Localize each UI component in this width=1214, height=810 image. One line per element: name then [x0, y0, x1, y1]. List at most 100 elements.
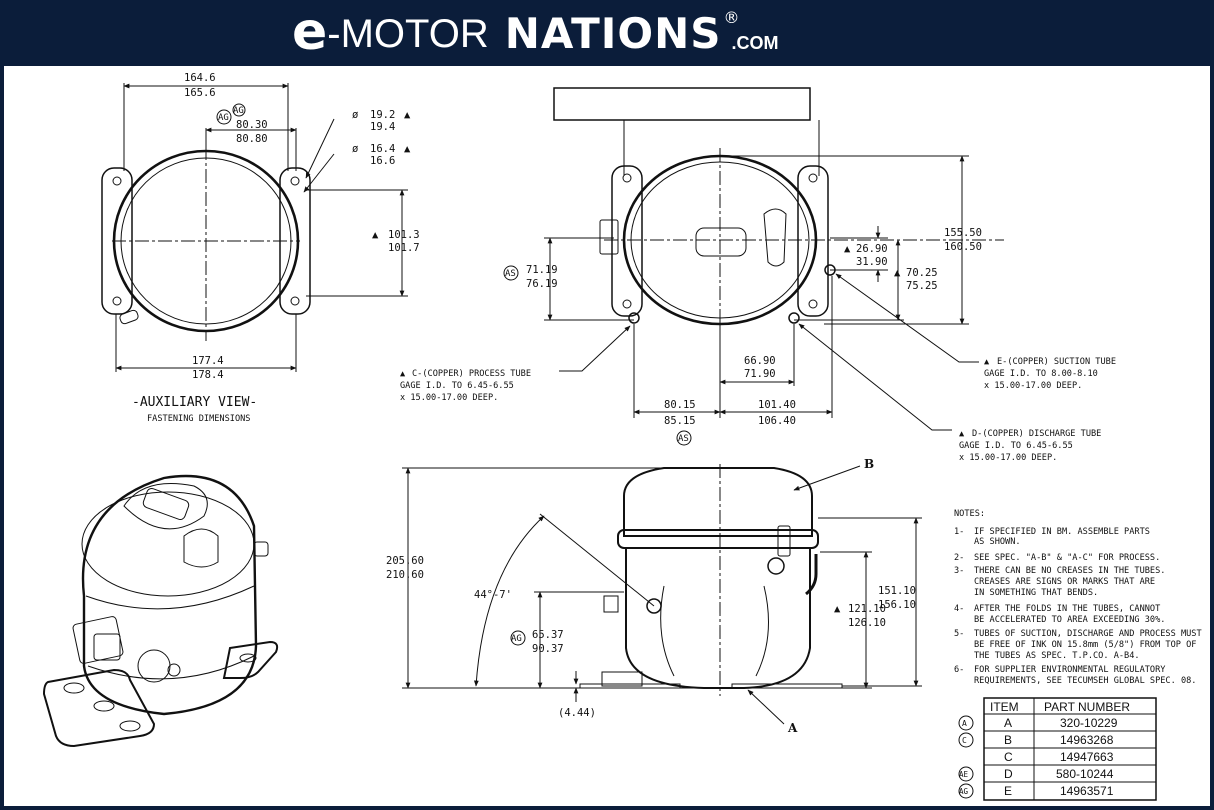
front-angle: 44°-7': [474, 589, 512, 601]
front-mid-height-mark: ▲: [834, 603, 841, 615]
top-center-offset-1: 66.90: [744, 355, 776, 367]
top-small-height-2: 31.90: [856, 256, 888, 268]
top-height-1: 155.50: [944, 227, 982, 239]
front-view-drawing: [402, 464, 922, 725]
brand-motor: -MOTOR: [327, 12, 489, 56]
isometric-view-drawing: [42, 474, 279, 748]
front-mid-height-2: 126.10: [848, 617, 886, 629]
parts-row-3-part: 14947663: [1060, 750, 1114, 764]
brand-e: e: [292, 2, 327, 62]
top-left-offset-1: 80.15: [664, 399, 696, 411]
brand-com: .COM: [731, 33, 779, 53]
aux-dia-small-1: 16.4: [370, 143, 395, 155]
note-1-num: 1-: [954, 527, 964, 537]
note-3-num: 3-: [954, 566, 964, 576]
aux-dia-symbol-1: ø: [352, 109, 359, 121]
front-ag-tag: AG: [511, 634, 522, 644]
top-left-height-2: 76.19: [526, 278, 558, 290]
suction-tube-line-1: E-(COPPER) SUCTION TUBE: [997, 357, 1116, 367]
note-4-num: 4-: [954, 604, 964, 614]
aux-dia-symbol-2: ø: [352, 143, 359, 155]
parts-table: ITEM PART NUMBER A A 320-10229 C B 14963…: [959, 700, 1130, 798]
parts-row-4-tag: AE: [959, 770, 969, 779]
suction-tube-mark: ▲: [984, 357, 990, 367]
technical-drawing: 164.6 165.6 AG AG 80.30 80.80 ø 19.2 ▲ 1…: [42, 72, 1202, 801]
discharge-tube-line-3: x 15.00-17.00 DEEP.: [959, 453, 1057, 463]
note-6-line-2: REQUIREMENTS, SEE TECUMSEH GLOBAL SPEC. …: [974, 676, 1196, 686]
process-tube-line-2: GAGE I.D. TO 6.45-6.55: [400, 381, 514, 391]
brand-registered: ®: [723, 8, 740, 27]
top-view-drawing: [503, 87, 1004, 446]
top-small-height-1: 26.90: [856, 243, 888, 255]
top-right-offset-1: 101.40: [758, 399, 796, 411]
discharge-tube-mark: ▲: [959, 429, 965, 439]
parts-header-part: PART NUMBER: [1044, 700, 1130, 714]
discharge-tube-line-2: GAGE I.D. TO 6.45-6.55: [959, 441, 1073, 451]
front-callout-b: B: [864, 457, 874, 471]
aux-height-2: 101.7: [388, 242, 420, 254]
top-left-offset-2: 85.15: [664, 415, 696, 427]
aux-view-subtitle: FASTENING DIMENSIONS: [147, 414, 250, 424]
parts-row-1-part: 320-10229: [1060, 716, 1118, 730]
top-right-height-1: 70.25: [906, 267, 938, 279]
note-5-line-3: THE TUBES AS SPEC. T.P.CO. A-B4.: [974, 651, 1140, 661]
process-tube-line-1: C-(COPPER) PROCESS TUBE: [412, 369, 531, 379]
parts-row-3-item: C: [1004, 750, 1013, 764]
top-as-tag: AS: [505, 269, 516, 279]
top-right-offset-2: 106.40: [758, 415, 796, 427]
parts-row-5-tag: AG: [959, 787, 969, 796]
aux-view-drawing: [101, 83, 408, 372]
note-4-line-2: BE ACCELERATED TO AREA EXCEEDING 30%.: [974, 615, 1165, 625]
note-2-num: 2-: [954, 553, 964, 563]
note-6-num: 6-: [954, 665, 964, 675]
note-5-line-2: BE FREE OF INK ON 15.8mm (5/8") FROM TOP…: [974, 640, 1196, 650]
aux-ag-tag-2: AG: [233, 106, 244, 116]
note-2-line-1: SEE SPEC. "A-B" & "A-C" FOR PROCESS.: [974, 553, 1160, 563]
note-1-line-2: AS SHOWN.: [974, 537, 1021, 547]
front-base-offset: (4.44): [558, 707, 596, 719]
top-height-2: 160.50: [944, 241, 982, 253]
top-center-offset-2: 71.90: [744, 368, 776, 380]
parts-row-2-part: 14963268: [1060, 733, 1114, 747]
aux-height-1: 101.3: [388, 229, 420, 241]
parts-row-4-part: 580-10244: [1056, 767, 1114, 781]
brand-logo[interactable]: e -MOTOR NATIONS ® .COM: [292, 6, 779, 58]
front-mid-height-1: 121.10: [848, 603, 886, 615]
parts-row-5-item: E: [1004, 784, 1012, 798]
note-5-num: 5-: [954, 629, 964, 639]
notes-title: NOTES:: [954, 509, 985, 519]
aux-top-width-1: 164.6: [184, 72, 216, 84]
suction-tube-line-3: x 15.00-17.00 DEEP.: [984, 381, 1082, 391]
aux-dia-large-1: 19.2: [370, 109, 395, 121]
top-right-height-2: 75.25: [906, 280, 938, 292]
parts-row-4-item: D: [1004, 767, 1013, 781]
top-left-height-1: 71.19: [526, 264, 558, 276]
top-as-tag-2: AS: [678, 434, 689, 444]
note-6-line-1: FOR SUPPLIER ENVIRONMENTAL REGULATORY: [974, 665, 1166, 675]
note-3-line-2: CREASES ARE SIGNS OR MARKS THAT ARE: [974, 577, 1155, 587]
aux-view-title: -AUXILIARY VIEW-: [132, 395, 257, 410]
suction-tube-line-2: GAGE I.D. TO 8.00-8.10: [984, 369, 1098, 379]
parts-table-grid: [958, 697, 1157, 801]
parts-row-5-part: 14963571: [1060, 784, 1114, 798]
aux-dia-small-mark: ▲: [404, 143, 411, 155]
top-right-height-mark: ▲: [894, 267, 901, 279]
notes-block: NOTES: 1- IF SPECIFIED IN BM. ASSEMBLE P…: [954, 509, 1202, 686]
discharge-tube-line-1: D-(COPPER) DISCHARGE TUBE: [972, 429, 1101, 439]
aux-ag-tag: AG: [218, 113, 229, 123]
aux-bottom-width-1: 177.4: [192, 355, 224, 367]
note-1-line-1: IF SPECIFIED IN BM. ASSEMBLE PARTS: [974, 527, 1150, 537]
front-total-height-1: 205.60: [386, 555, 424, 567]
parts-row-1-tag: A: [962, 719, 967, 728]
aux-ag-dim-2: 80.80: [236, 133, 268, 145]
front-total-height-2: 210.60: [386, 569, 424, 581]
parts-row-2-item: B: [1004, 733, 1012, 747]
process-tube-mark: ▲: [400, 369, 406, 379]
parts-header-item: ITEM: [990, 700, 1019, 714]
aux-top-width-2: 165.6: [184, 87, 216, 99]
brand-nations: NATIONS: [504, 9, 722, 58]
top-small-height-mark: ▲: [844, 243, 851, 255]
aux-dia-large-mark: ▲: [404, 109, 411, 121]
front-right-height-1: 151.10: [878, 585, 916, 597]
note-3-line-1: THERE CAN BE NO CREASES IN THE TUBES.: [974, 566, 1165, 576]
